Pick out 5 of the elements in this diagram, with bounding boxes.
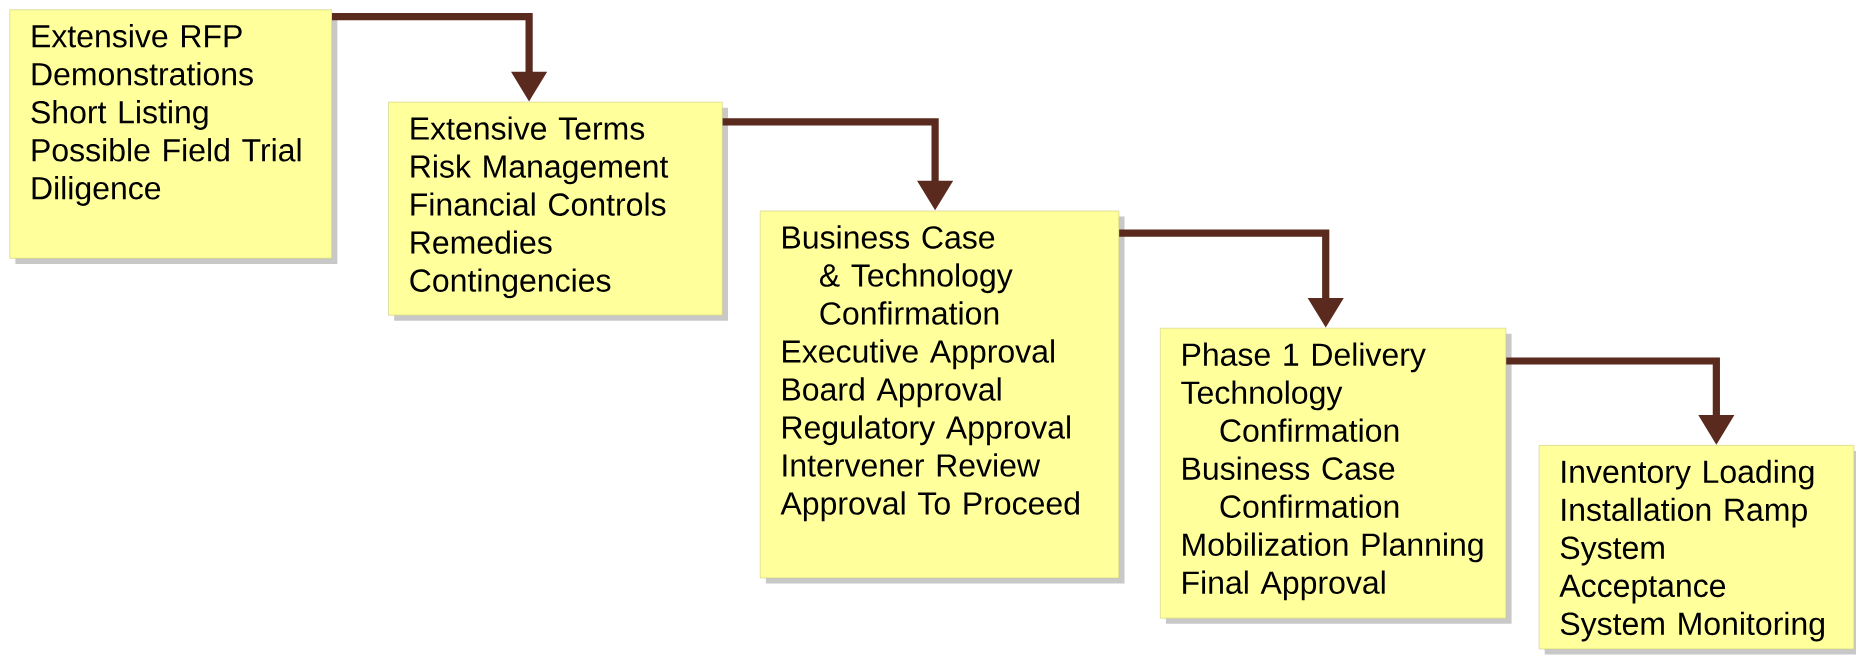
- process-box: Phase 1 Delivery Technology Confirmation Business Case Confirmation Mobilization Planning Final Approval: [1160, 327, 1512, 624]
- process-box: Inventory Loading Installation Ramp System Acceptance System Monitoring: [1538, 445, 1856, 655]
- process-box: Extensive RFP Demonstrations Short Listing Possible Field Trial Diligence: [9, 9, 338, 264]
- process-box: Business Case & Technology Confirmation Executive Approval Board Approval Regulatory Approval Intervener Review Approval To Proceed: [759, 210, 1125, 584]
- process-box: Extensive Terms Risk Management Financial Controls Remedies Contingencies: [388, 101, 728, 321]
